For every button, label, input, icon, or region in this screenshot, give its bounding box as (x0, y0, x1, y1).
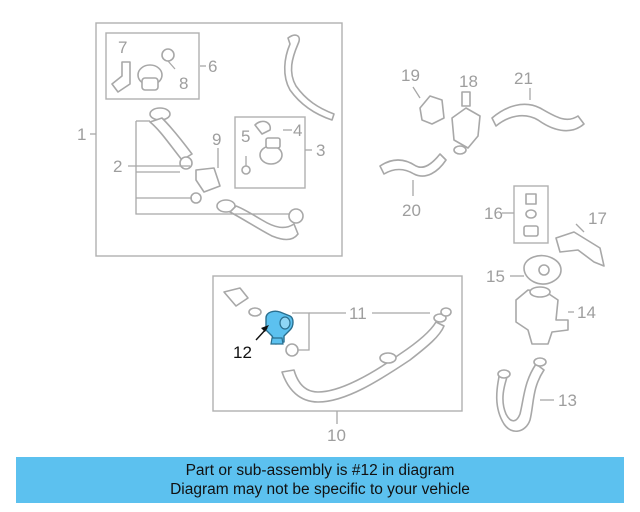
part-19-bracket (419, 95, 445, 125)
callout-18: 18 (459, 72, 478, 91)
callout-12: 12 (233, 343, 252, 362)
part-14-water-pump (515, 289, 569, 345)
banner-line-2: Diagram may not be specific to your vehi… (170, 481, 470, 498)
callout-9: 9 (212, 130, 221, 149)
part-2-hoses (149, 107, 304, 241)
callout-15: 15 (486, 267, 505, 286)
part-18-housing (451, 107, 481, 149)
callout-2: 2 (113, 157, 122, 176)
parts-diagram: 1 2 3 4 5 6 7 8 9 10 11 12 13 14 15 16 1… (77, 22, 607, 445)
callout-7: 7 (118, 38, 127, 57)
part-7-hose (111, 61, 131, 93)
callout-19: 19 (401, 66, 420, 85)
part-20-hose (379, 153, 447, 177)
sub-box-6 (105, 32, 200, 100)
callout-14: 14 (577, 303, 596, 322)
callout-1: 1 (77, 125, 86, 144)
banner-line-1: Part or sub-assembly is #12 in diagram (185, 462, 455, 479)
callout-20: 20 (402, 201, 421, 220)
info-banner: Part or sub-assembly is #12 in diagram D… (16, 457, 624, 503)
leader-12-arrow (261, 325, 269, 332)
callout-17: 17 (588, 209, 607, 228)
sub-box-3 (234, 116, 306, 189)
part-10-hose-left (223, 287, 249, 307)
callout-21: 21 (514, 69, 533, 88)
part-12-outlet (270, 337, 284, 345)
callout-3: 3 (316, 141, 325, 160)
assembly-group-1 (90, 22, 343, 257)
callout-4: 4 (293, 121, 302, 140)
part-12-highlighted (265, 310, 294, 345)
callout-16: 16 (484, 204, 503, 223)
callout-5: 5 (241, 127, 250, 146)
callout-8: 8 (179, 74, 188, 93)
part-12-port (279, 316, 291, 330)
callout-11: 11 (349, 304, 367, 323)
callout-6: 6 (208, 57, 217, 76)
sub-box-16 (513, 185, 549, 244)
part-17-bracket (555, 231, 605, 267)
assembly-group-10 (212, 275, 463, 424)
part-10-long-pipe (281, 321, 445, 403)
part-21-hose (491, 103, 585, 132)
part-4-5-valve (241, 120, 283, 175)
coolant-pipe (283, 34, 335, 121)
right-parts (379, 86, 605, 432)
callout-10: 10 (327, 426, 346, 445)
callout-13: 13 (558, 391, 577, 410)
assembly-box-1 (95, 22, 343, 257)
part-8-valve (137, 48, 176, 91)
